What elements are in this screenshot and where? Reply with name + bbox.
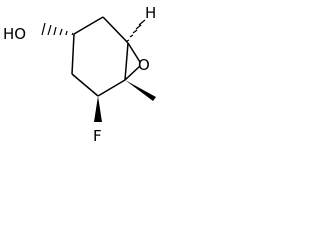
bond-c6-c5 <box>124 42 129 81</box>
hydrogen-label: H <box>145 4 156 22</box>
hashed-wedge-h <box>126 19 146 42</box>
bond-c6-o-epoxide <box>127 42 141 63</box>
bond-c4-c3 <box>71 73 99 97</box>
epoxide-oxygen-label: O <box>138 56 150 74</box>
fluorine-label: F <box>93 127 102 145</box>
bond-c5-o-epoxide <box>124 65 141 81</box>
structure-canvas: HO O F H <box>0 0 164 152</box>
bond-c2-c1 <box>73 16 104 35</box>
molecule-structure: HO O F H <box>3 4 156 145</box>
bond-c3-c2 <box>71 33 75 75</box>
bond-c1-c6 <box>102 16 129 44</box>
bold-wedge-methyl <box>125 80 156 101</box>
hashed-wedge-oh <box>41 22 74 36</box>
hydroxyl-label: HO <box>3 25 26 43</box>
bold-wedge-fluorine <box>94 96 102 122</box>
bond-c5-c4 <box>97 79 126 97</box>
